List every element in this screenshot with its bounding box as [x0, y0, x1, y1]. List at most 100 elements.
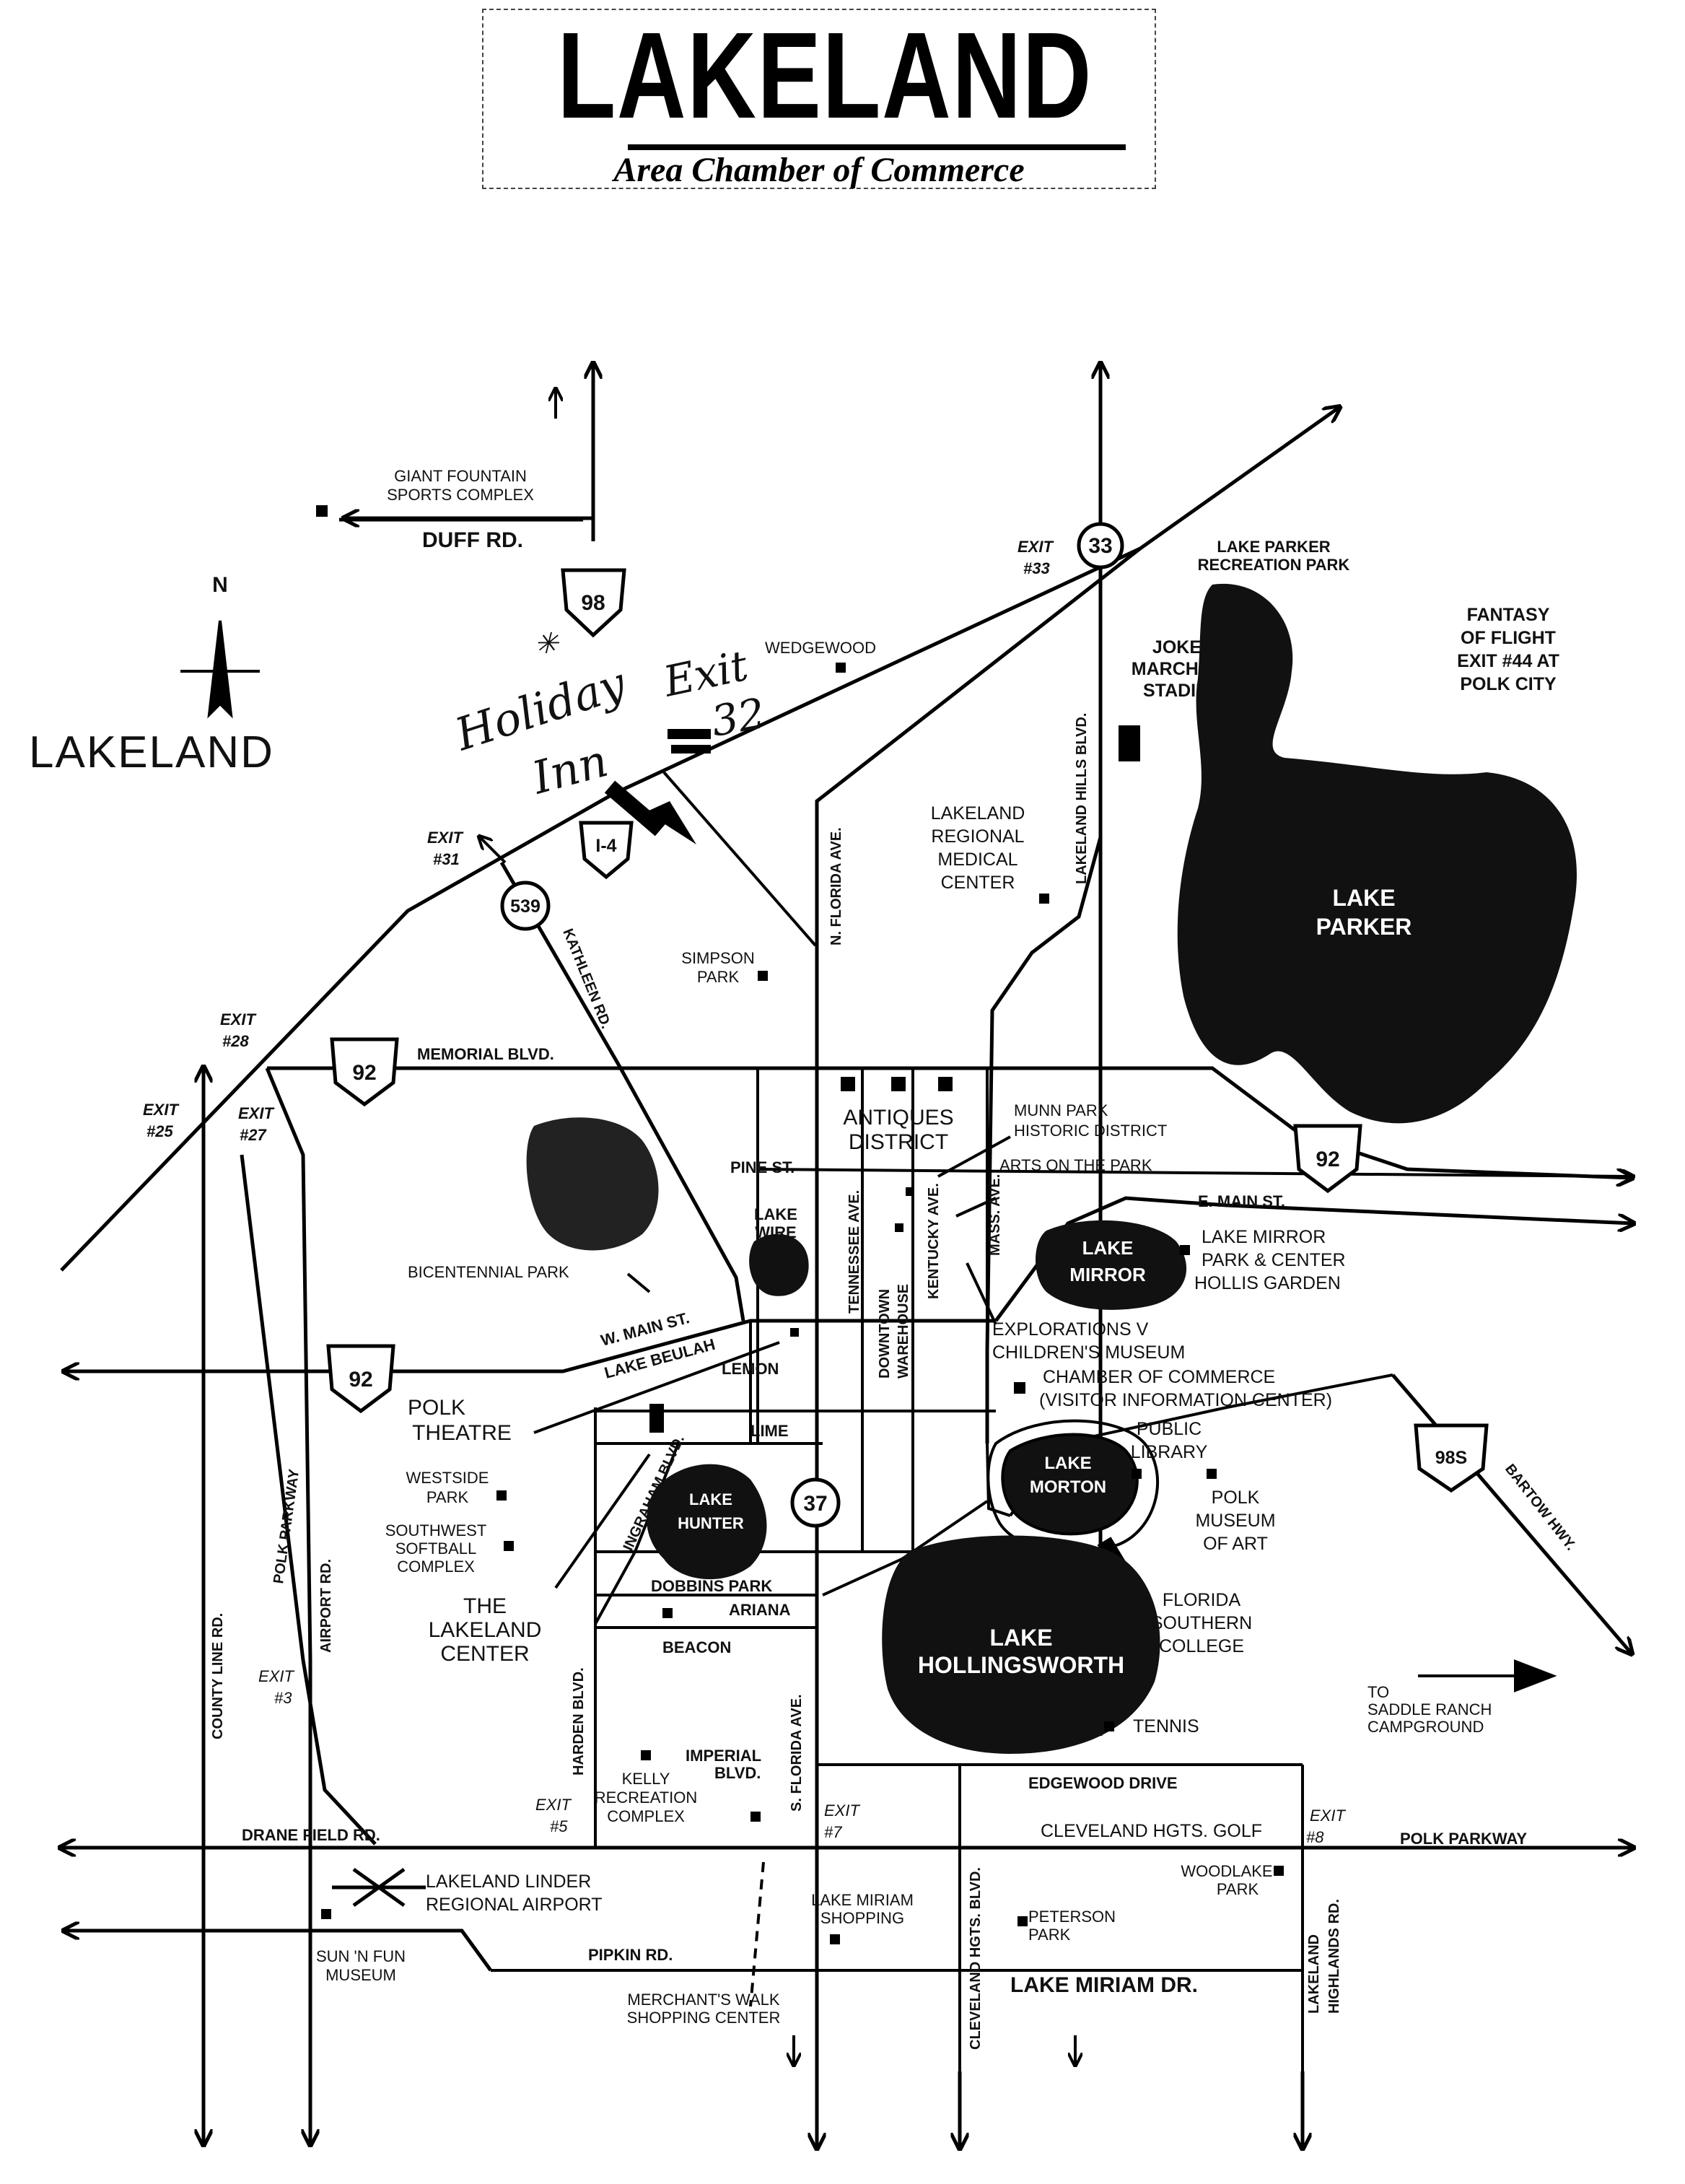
polk-theatre-pointer — [533, 1341, 780, 1434]
svg-text:92: 92 — [1316, 1148, 1339, 1171]
us92-west-shield: 92 — [330, 1037, 399, 1107]
lake-mirror-shape — [1036, 1220, 1187, 1310]
svg-text:DRANE FIELD RD.: DRANE FIELD RD. — [242, 1826, 380, 1844]
road-labels: DUFF RD. MEMORIAL BLVD. PINE ST. E. MAIN… — [242, 528, 1527, 1997]
svg-text:BARTOW HWY.: BARTOW HWY. — [1502, 1462, 1579, 1554]
svg-text:ARIANA: ARIANA — [729, 1601, 791, 1619]
svg-text:#5: #5 — [550, 1817, 568, 1835]
svg-text:TENNESSEE AVE.: TENNESSEE AVE. — [846, 1190, 862, 1314]
svg-text:EXIT: EXIT — [143, 1101, 179, 1119]
lakes — [526, 583, 1577, 1754]
svg-text:EXIT: EXIT — [1017, 538, 1054, 556]
svg-text:LAKE: LAKE — [689, 1490, 732, 1508]
svg-text:BICENTENNIAL PARK: BICENTENNIAL PARK — [408, 1263, 569, 1281]
svg-text:KELLY: KELLY — [622, 1770, 670, 1788]
svg-text:539: 539 — [510, 896, 540, 917]
header-rule — [628, 144, 1126, 150]
i4-shield: I-4 — [579, 821, 634, 880]
svg-text:RECREATION: RECREATION — [595, 1788, 698, 1807]
svg-text:CLEVELAND HGTS. GOLF: CLEVELAND HGTS. GOLF — [1041, 1821, 1262, 1841]
svg-text:POLK PARKWAY: POLK PARKWAY — [1400, 1830, 1527, 1848]
svg-text:98: 98 — [581, 591, 605, 615]
svg-text:ANTIQUES: ANTIQUES — [843, 1106, 953, 1130]
svg-text:PINE ST.: PINE ST. — [730, 1158, 795, 1176]
exit32-bars-2 — [671, 745, 711, 754]
bonnet-lake-shape — [526, 1117, 659, 1251]
svg-text:EDGEWOOD DRIVE: EDGEWOOD DRIVE — [1028, 1774, 1178, 1792]
svg-text:POLK CITY: POLK CITY — [1460, 674, 1557, 694]
svg-text:EXIT: EXIT — [220, 1010, 256, 1028]
svg-text:WIRE: WIRE — [755, 1223, 796, 1241]
svg-text:LAKE MIRIAM: LAKE MIRIAM — [811, 1891, 914, 1909]
chamber-header: LAKELAND Area Chamber of Commerce — [482, 9, 1156, 189]
svg-text:SHOPPING: SHOPPING — [820, 1909, 904, 1927]
exit-labels: EXIT #33 EXIT #31 EXIT #28 EXIT #25 EXIT… — [143, 538, 1346, 1846]
svg-text:DOBBINS PARK: DOBBINS PARK — [651, 1577, 772, 1595]
diag-road — [662, 771, 817, 947]
svg-text:OF ART: OF ART — [1203, 1534, 1268, 1554]
us92-east-shield: 92 — [1293, 1124, 1362, 1194]
svg-text:SUN 'N FUN: SUN 'N FUN — [316, 1947, 406, 1965]
svg-text:SOUTHWEST: SOUTHWEST — [385, 1521, 487, 1539]
south-grid — [817, 1763, 1304, 2144]
svg-text:LAKE PARKER: LAKE PARKER — [1217, 538, 1330, 556]
svg-text:37: 37 — [803, 1492, 827, 1516]
svg-text:EXIT: EXIT — [824, 1801, 860, 1820]
svg-text:#7: #7 — [824, 1823, 842, 1841]
svg-text:WEDGEWOOD: WEDGEWOOD — [765, 639, 876, 657]
polk-parkway-west — [240, 1154, 377, 1846]
svg-text:W. MAIN ST.: W. MAIN ST. — [599, 1309, 691, 1350]
svg-text:HIGHLANDS RD.: HIGHLANDS RD. — [1326, 1899, 1342, 2014]
svg-text:MUSEUM: MUSEUM — [325, 1966, 396, 1984]
svg-text:GIANT FOUNTAIN: GIANT FOUNTAIN — [394, 467, 527, 485]
svg-text:WOODLAKE: WOODLAKE — [1181, 1862, 1272, 1880]
svg-text:33: 33 — [1088, 534, 1112, 558]
holiday-inn-arrow — [604, 780, 666, 837]
svg-text:SOUTHERN: SOUTHERN — [1151, 1613, 1252, 1633]
svg-text:#3: #3 — [274, 1689, 292, 1707]
place-labels: GIANT FOUNTAIN SPORTS COMPLEX LAKE PARKE… — [316, 467, 1559, 2027]
svg-text:92: 92 — [352, 1061, 376, 1085]
svg-text:THE: THE — [463, 1594, 507, 1618]
sr37-shield: 37 — [790, 1477, 841, 1528]
svg-text:Inn: Inn — [526, 734, 613, 805]
svg-text:IMPERIAL: IMPERIAL — [686, 1747, 761, 1765]
holiday-inn-note: Holiday Inn Exit 32 ✳ — [448, 628, 769, 805]
sunburst-icon: ✳ — [534, 628, 560, 660]
us98-north-shield: 98 — [561, 568, 626, 638]
svg-text:AIRPORT RD.: AIRPORT RD. — [318, 1559, 334, 1653]
svg-text:FANTASY: FANTASY — [1467, 605, 1550, 625]
merchants-dash — [749, 1861, 765, 2007]
bicentennial-pointer — [626, 1272, 651, 1293]
svg-text:LAKELAND: LAKELAND — [1306, 1934, 1322, 2014]
svg-text:COMPLEX: COMPLEX — [607, 1807, 685, 1825]
svg-text:COLLEGE: COLLEGE — [1159, 1636, 1244, 1656]
svg-text:HUNTER: HUNTER — [678, 1514, 744, 1532]
svg-text:HARDEN BLVD.: HARDEN BLVD. — [571, 1667, 587, 1775]
svg-text:LAKE: LAKE — [1332, 885, 1395, 911]
svg-text:EXIT: EXIT — [258, 1667, 294, 1685]
lake-hollingsworth-shape — [882, 1535, 1160, 1754]
pine-st-road — [757, 1168, 1632, 1176]
kathleen-road — [499, 861, 745, 1322]
svg-text:WAREHOUSE: WAREHOUSE — [896, 1284, 911, 1379]
lake-wire-shape — [749, 1233, 809, 1296]
exit33-shield: 33 — [1077, 522, 1124, 569]
lake-hunter-shape — [647, 1464, 767, 1580]
svg-text:LAKELAND: LAKELAND — [429, 1618, 542, 1642]
airport-icon — [332, 1867, 426, 1908]
svg-text:MIRROR: MIRROR — [1069, 1264, 1146, 1285]
svg-text:SHOPPING CENTER: SHOPPING CENTER — [627, 2009, 781, 2027]
lakeland-center-pointer — [554, 1453, 651, 1589]
north-compass: N — [180, 573, 260, 719]
svg-text:SOFTBALL: SOFTBALL — [395, 1539, 476, 1558]
svg-text:LAKE MIRIAM DR.: LAKE MIRIAM DR. — [1010, 1973, 1198, 1997]
city-label: LAKELAND — [29, 728, 274, 777]
svg-text:LAKE: LAKE — [754, 1205, 797, 1223]
svg-text:N. FLORIDA AVE.: N. FLORIDA AVE. — [828, 827, 844, 945]
svg-text:EXPLORATIONS V: EXPLORATIONS V — [992, 1319, 1149, 1340]
svg-text:LAKELAND HILLS BLVD.: LAKELAND HILLS BLVD. — [1074, 713, 1090, 884]
svg-text:(VISITOR INFORMATION CENTER): (VISITOR INFORMATION CENTER) — [1039, 1390, 1332, 1410]
svg-text:MARCHANT: MARCHANT — [1132, 659, 1235, 679]
